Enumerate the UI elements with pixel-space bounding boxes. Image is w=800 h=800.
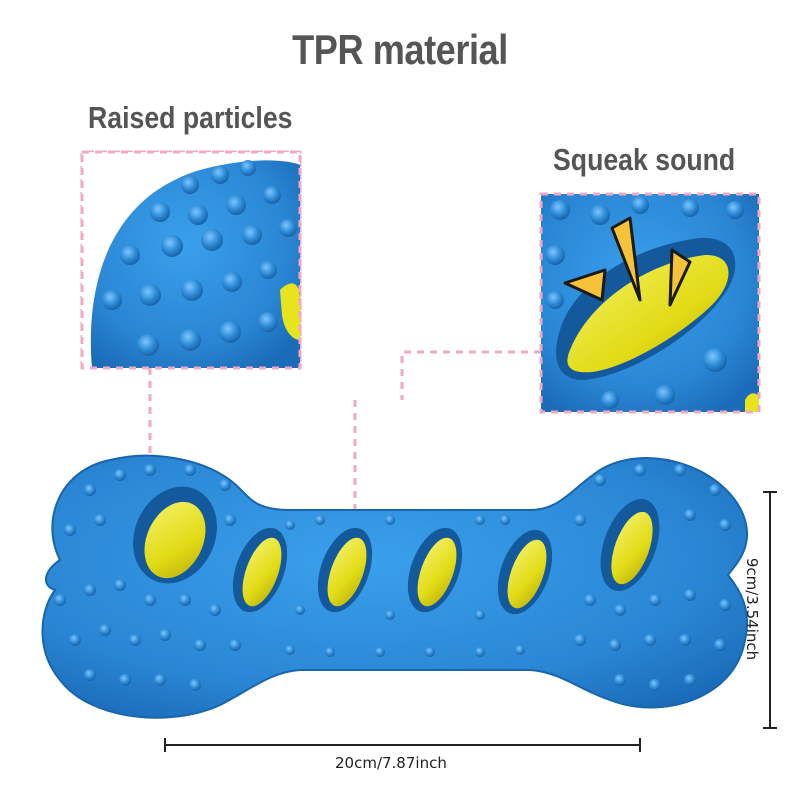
length-label: 20cm/7.87inch — [335, 754, 447, 772]
squeak-marks-icon — [563, 216, 692, 307]
squeak-sound-closeup — [541, 194, 759, 412]
length-dimension-line — [164, 738, 641, 752]
height-dimension-line — [763, 491, 777, 729]
page-title: TPR material — [292, 26, 508, 73]
dog-bone-toy — [41, 454, 749, 719]
squeak-sound-label: Squeak sound — [553, 142, 736, 177]
height-label: 9cm/3.54inch — [743, 557, 761, 661]
raised-particles-closeup — [82, 152, 300, 368]
raised-particles-label: Raised particles — [88, 100, 293, 135]
